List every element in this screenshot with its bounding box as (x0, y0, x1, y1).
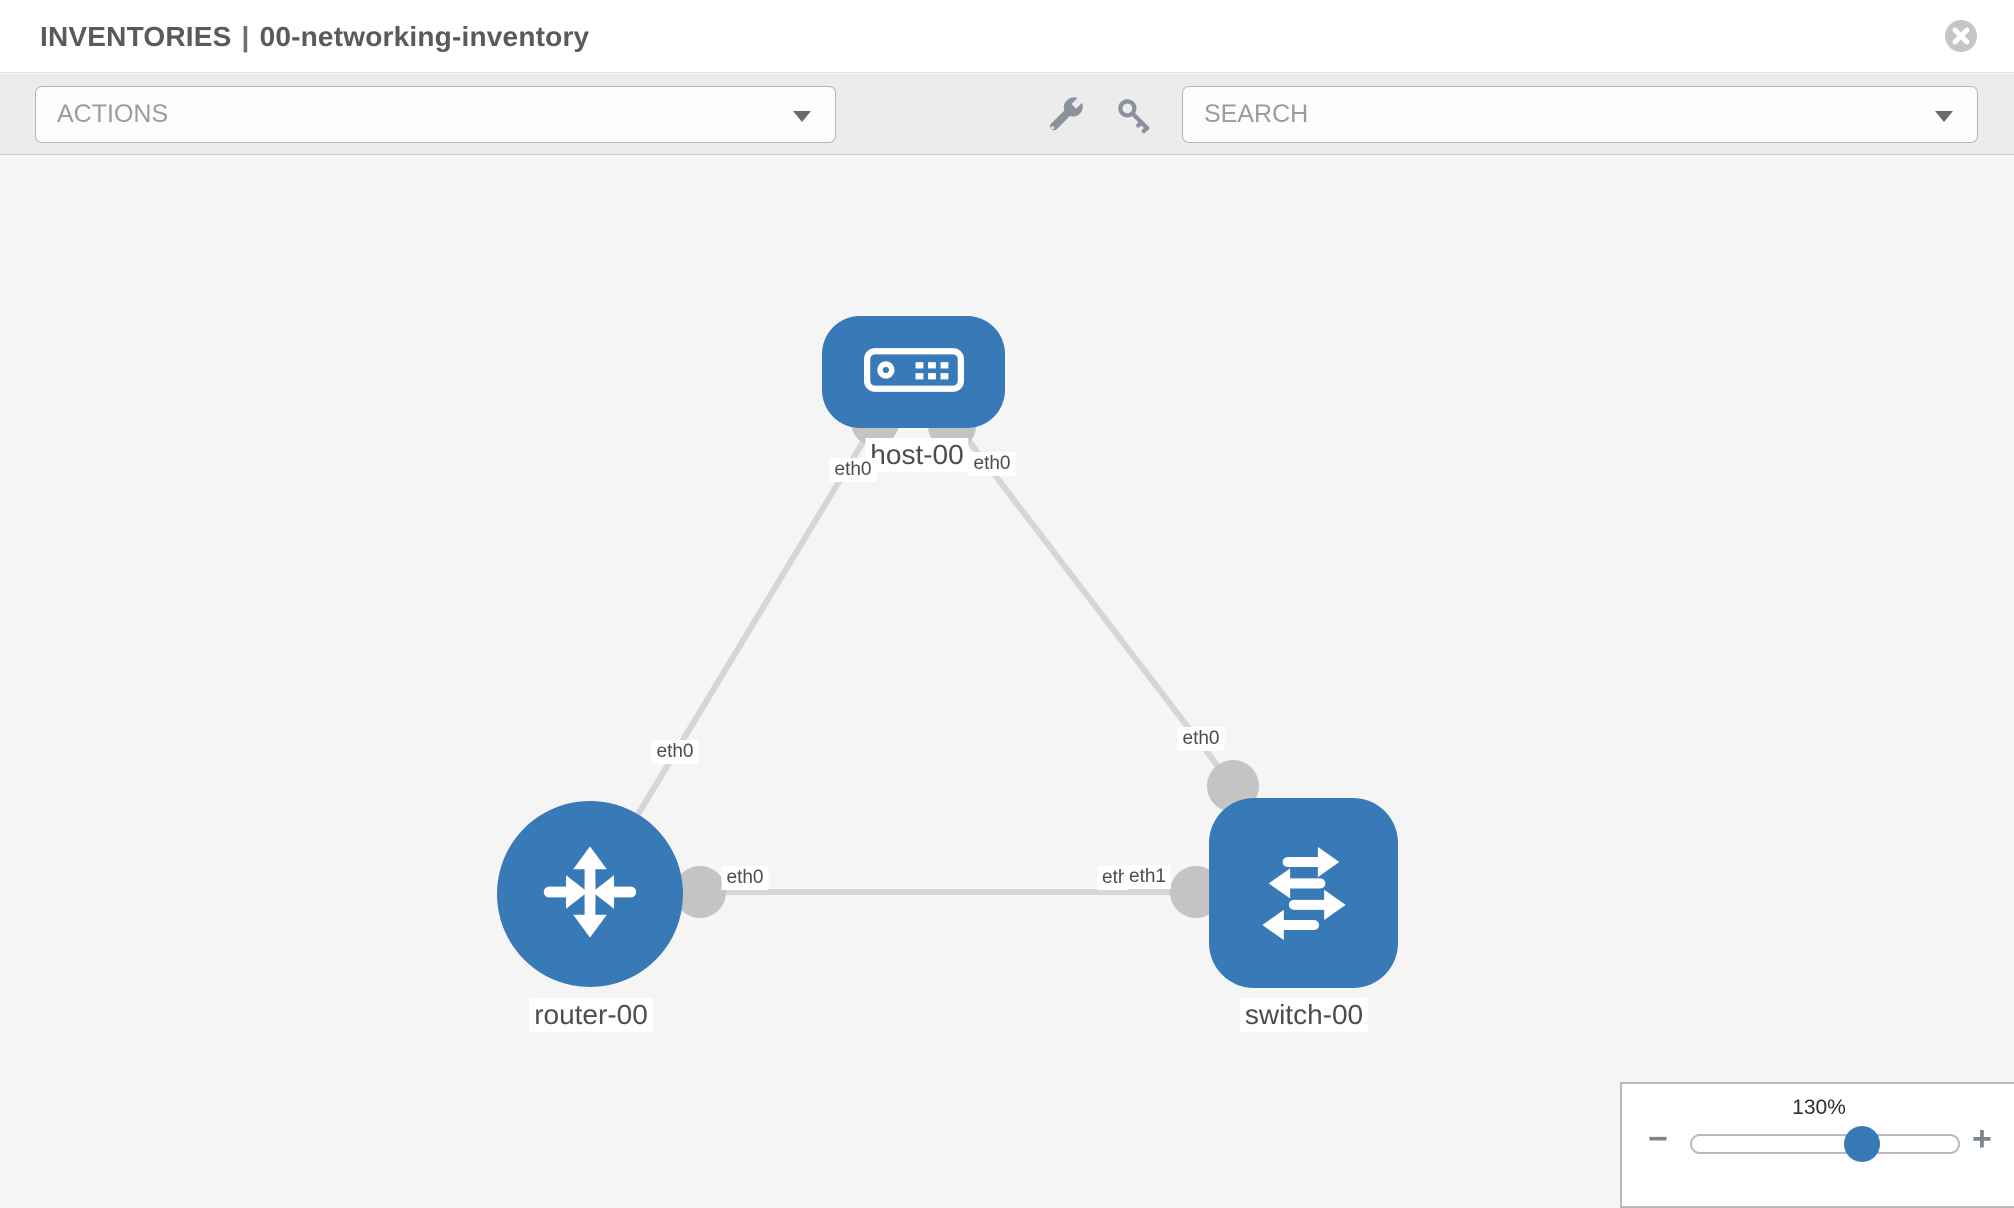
link-lines (587, 415, 1236, 896)
interface-label-host-eth0-left: eth0 (829, 458, 877, 482)
actions-dropdown-label: ACTIONS (57, 100, 169, 128)
zoom-level-readout: 130% (1792, 1096, 1846, 1119)
interface-label-host-eth0-right: eth0 (968, 452, 1016, 476)
breadcrumb-separator: | (241, 21, 250, 52)
node-switch-00[interactable] (1209, 798, 1398, 988)
breadcrumb-section: INVENTORIES (40, 21, 232, 52)
interface-label-router-eth0: eth0 (651, 740, 699, 764)
page-title: INVENTORIES | 00-networking-inventory (40, 0, 589, 73)
credentials-button[interactable] (1112, 94, 1156, 138)
zoom-in-button[interactable]: + (1972, 1120, 1992, 1158)
interface-label-link-eth1: eth1 (1124, 865, 1171, 889)
switch-icon (1241, 828, 1367, 959)
zoom-panel: 130% − + (1620, 1082, 2014, 1208)
topology-canvas[interactable]: host-00 router-00 switch-00 eth0 eth0 et… (0, 155, 2014, 1208)
close-button[interactable] (1942, 17, 1980, 55)
circle-x-icon (1942, 20, 1980, 58)
zoom-slider-track[interactable] (1690, 1126, 1960, 1162)
zoom-slider-handle[interactable] (1844, 1126, 1881, 1162)
node-label-switch: switch-00 (1239, 998, 1369, 1032)
wrench-icon (1044, 97, 1086, 139)
toolbar: ACTIONS SEARCH (0, 74, 2014, 155)
interface-label-link-eth0: eth0 (721, 866, 769, 890)
chevron-down-icon (1935, 111, 1953, 122)
key-icon (1113, 99, 1155, 139)
actions-dropdown[interactable]: ACTIONS (35, 86, 836, 143)
router-icon (530, 832, 650, 957)
page-header: INVENTORIES | 00-networking-inventory (0, 0, 2014, 73)
host-icon (863, 347, 964, 398)
node-label-host: host-00 (865, 438, 969, 472)
node-host-00[interactable] (822, 316, 1005, 428)
interface-label-switch-eth0: eth0 (1177, 727, 1225, 751)
search-dropdown-label: SEARCH (1204, 100, 1309, 128)
link-switch-host (952, 421, 1236, 788)
search-dropdown[interactable]: SEARCH (1182, 86, 1978, 143)
chevron-down-icon (793, 111, 811, 122)
zoom-out-button[interactable]: − (1648, 1120, 1668, 1158)
node-router-00[interactable] (497, 801, 683, 987)
configure-button[interactable] (1043, 94, 1087, 138)
node-label-router: router-00 (529, 998, 653, 1032)
interface-label-link-eth0-clipped: eth0 (1097, 866, 1128, 890)
breadcrumb-inventory-name: 00-networking-inventory (259, 21, 590, 52)
